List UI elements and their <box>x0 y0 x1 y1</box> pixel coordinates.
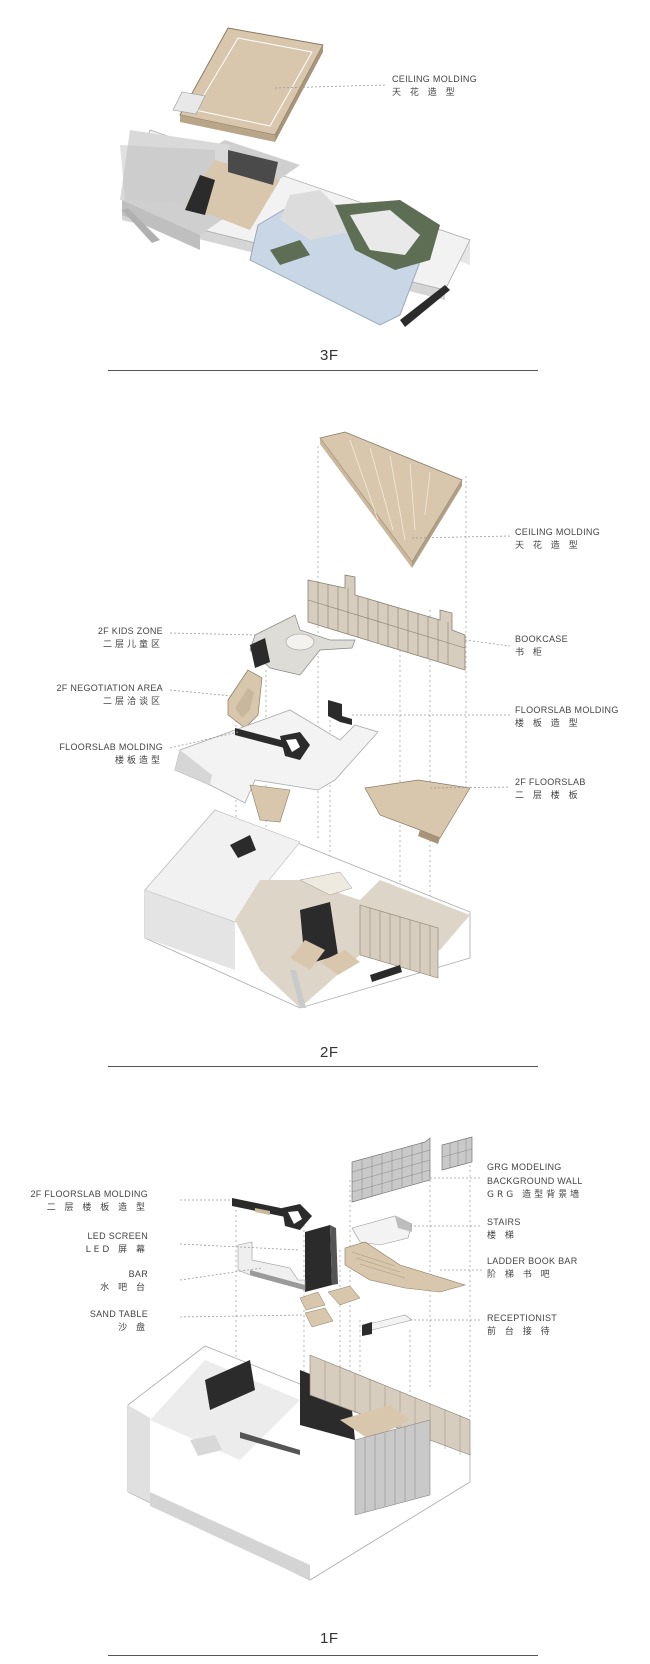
floor-title-1f: 1F <box>320 1630 339 1647</box>
floor-2f-base <box>144 809 471 1009</box>
divider-1f <box>108 1655 538 1656</box>
label-stairs-1f: STAIRS 楼 梯 <box>487 1217 521 1241</box>
label-receptionist-1f: RECEPTIONIST 前 台 接 待 <box>487 1313 558 1337</box>
kids-zone-2f <box>249 614 356 676</box>
label-kids-zone-2f: 2F KIDS ZONE 二层儿童区 <box>97 626 163 650</box>
sand-table-1f <box>299 1285 361 1328</box>
label-ceiling-molding-2f: CEILING MOLDING 天 花 造 型 <box>515 527 601 551</box>
label-bookcase-2f: BOOKCASE 书 柜 <box>515 634 568 658</box>
ladder-book-bar-1f <box>344 1241 467 1293</box>
floorslab-2f <box>174 709 471 844</box>
label-2f-floorslab-molding-1f: 2F FLOORSLAB MOLDING 二 层 楼 板 造 型 <box>30 1189 148 1213</box>
floorslab-molding-1f <box>232 1198 312 1230</box>
floor-title-3f: 3F <box>320 347 339 364</box>
floorslab-molding-small-2f <box>328 700 352 725</box>
floor-3f-plan <box>120 129 471 327</box>
label-ceiling-molding-3f: CEILING MOLDING 天 花 造 型 <box>392 74 478 98</box>
floor-1f-drawing <box>127 1136 482 1581</box>
receptionist-desk-1f <box>362 1314 413 1336</box>
ceiling-molding-2f <box>319 431 463 568</box>
label-negotiation-area-2f: 2F NEGOTIATION AREA 二层洽谈区 <box>56 683 163 707</box>
grg-background-wall-1f <box>351 1136 473 1203</box>
label-floorslab-2f: 2F FLOORSLAB 二 层 楼 板 <box>515 777 586 801</box>
label-sand-table-1f: SAND TABLE 沙 盘 <box>89 1309 148 1333</box>
negotiation-area-2f <box>227 669 263 729</box>
label-led-screen-1f: LED SCREEN LED 屏 幕 <box>85 1231 148 1255</box>
bookcase-2f <box>307 574 466 671</box>
led-screen-and-bar-1f <box>237 1225 338 1292</box>
floorslab-molding-bar-2f <box>235 728 310 760</box>
floor-title-2f: 2F <box>320 1044 339 1061</box>
divider-3f <box>108 370 538 371</box>
label-floorslab-molding-2f-left: FLOORSLAB MOLDING 楼板造型 <box>59 742 163 766</box>
floor-2f-drawing <box>144 431 511 1009</box>
label-ladder-book-bar-1f: LADDER BOOK BAR 阶 梯 书 吧 <box>487 1256 578 1280</box>
label-grg-wall-1f: GRG MODELING BACKGROUND WALL GRG 造型背景墙 <box>487 1162 583 1200</box>
floor-1f-base <box>127 1345 471 1581</box>
label-bar-1f: BAR 水 吧 台 <box>100 1269 148 1293</box>
label-floorslab-molding-2f-right: FLOORSLAB MOLDING 楼 板 造 型 <box>515 705 619 729</box>
ceiling-molding-3f <box>172 27 324 142</box>
stairs-1f <box>351 1215 413 1246</box>
divider-2f <box>108 1066 538 1067</box>
floor-3f-drawing <box>120 27 471 327</box>
